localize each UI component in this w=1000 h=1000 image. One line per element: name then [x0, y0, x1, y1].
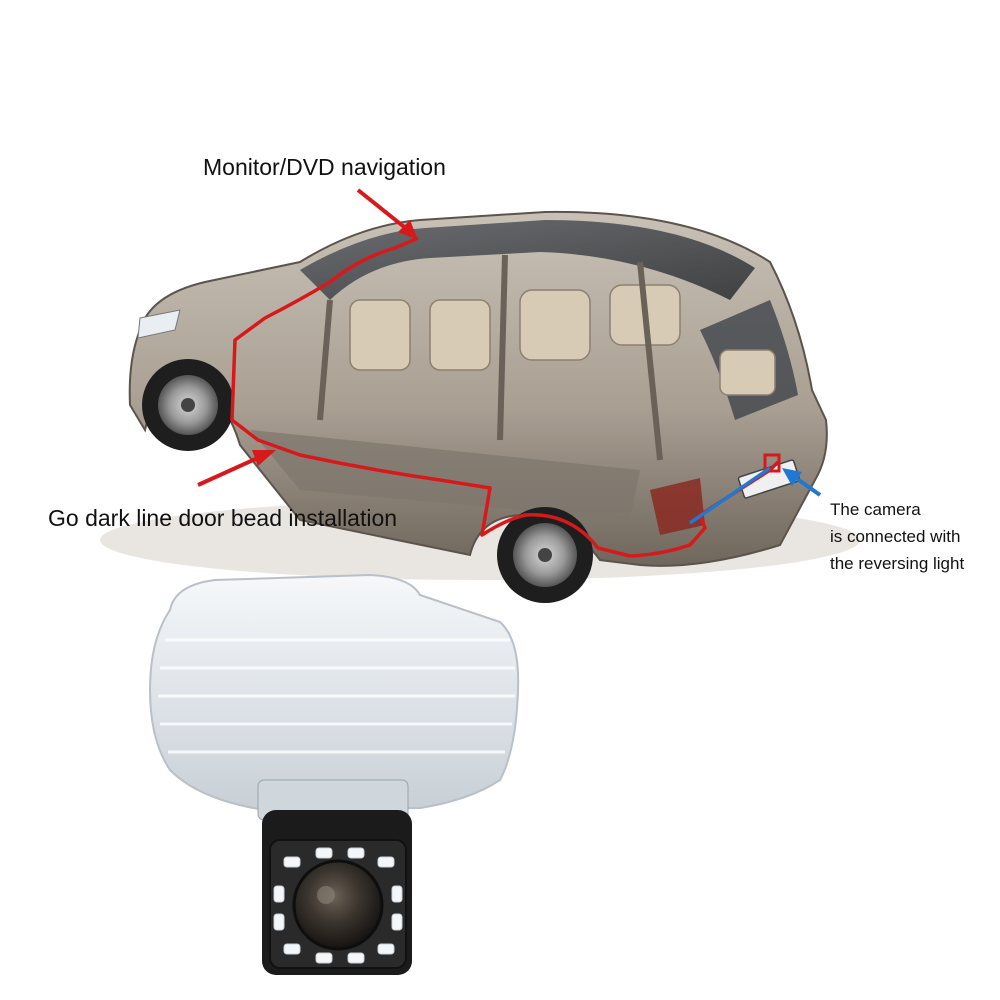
monitor-dvd-label: Monitor/DVD navigation: [203, 154, 446, 180]
camera-housing: [148, 573, 520, 812]
front-wheel: [142, 359, 234, 451]
camera-label-line-1: The camera: [830, 500, 921, 519]
reversing-light-wire: [689, 466, 771, 525]
lens-highlight: [317, 886, 335, 904]
camera-arrow: [782, 468, 822, 497]
bead-arrow: [197, 450, 276, 487]
camera-connection-label: The camera is connected with the reversi…: [830, 499, 964, 580]
rear-wheel: [497, 507, 593, 603]
camera-mount-marker: [763, 453, 781, 473]
housing-ribs: [158, 638, 515, 754]
car-chassis: [250, 430, 640, 520]
car-interior: [349, 284, 776, 396]
led-ring: [273, 847, 403, 964]
camera-label-line-3: the reversing light: [830, 554, 965, 573]
monitor-arrow: [356, 188, 418, 240]
door-bead-label: Go dark line door bead installation: [48, 505, 398, 531]
license-plate-camera-illustration: [148, 573, 520, 975]
car-pillars: [317, 254, 663, 461]
car-cutaway-illustration: [100, 210, 860, 603]
camera-label-line-2: is connected with: [830, 527, 961, 546]
cable-route-line: [230, 236, 780, 558]
car-headlight: [137, 309, 181, 339]
camera-lens: [292, 859, 384, 951]
